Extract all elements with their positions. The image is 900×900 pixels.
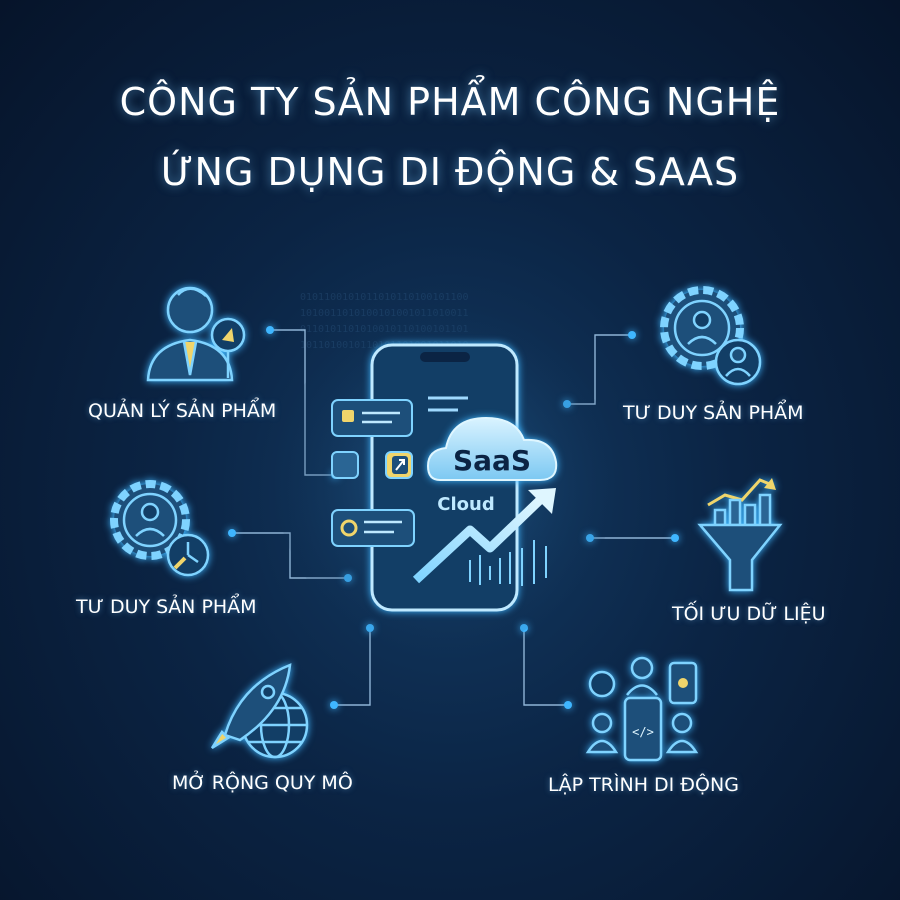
saas-cloud-icon <box>426 416 558 481</box>
mobile-dev-team-icon: </> <box>585 656 699 762</box>
central-phone-illustration <box>275 310 615 650</box>
gear-users-icon <box>660 286 762 386</box>
rocket-globe-icon <box>210 663 309 759</box>
cloud-label: SaaS <box>453 444 531 477</box>
chat-bubble-icon <box>331 399 413 437</box>
label-data-optimization: TỐI ƯU DỮ LIỆU <box>672 603 826 625</box>
app-tiles-icon <box>331 451 413 479</box>
connector-scaling <box>334 628 371 706</box>
growth-arrow-icon <box>412 488 556 586</box>
product-manager-icon <box>146 286 246 382</box>
page-title-line-2: ỨNG DỤNG DI ĐỘNG & SAAS <box>160 150 740 194</box>
page-title-line-1: CÔNG TY SẢN PHẨM CÔNG NGHỆ <box>119 80 781 124</box>
funnel-chart-icon <box>697 478 783 592</box>
label-product-thinking-right: TƯ DUY SẢN PHẨM <box>623 402 804 424</box>
cloud-sub-label: Cloud <box>437 494 494 515</box>
gear-user-clock-icon <box>110 480 210 577</box>
connector-mobile-dev <box>523 628 568 706</box>
svg-text:1010011010100101001011010011: 1010011010100101001011010011 <box>300 308 469 319</box>
svg-text:</>: </> <box>632 725 654 739</box>
settings-bubble-icon <box>331 509 415 547</box>
label-product-management: QUẢN LÝ SẢN PHẨM <box>88 400 277 422</box>
svg-text:0101100101011010110100101100: 0101100101011010110100101100 <box>300 292 469 303</box>
label-mobile-dev: LẬP TRÌNH DI ĐỘNG <box>548 774 739 796</box>
label-product-thinking-left: TƯ DUY SẢN PHẨM <box>76 596 257 618</box>
label-scaling: MỞ RỘNG QUY MÔ <box>172 772 353 794</box>
